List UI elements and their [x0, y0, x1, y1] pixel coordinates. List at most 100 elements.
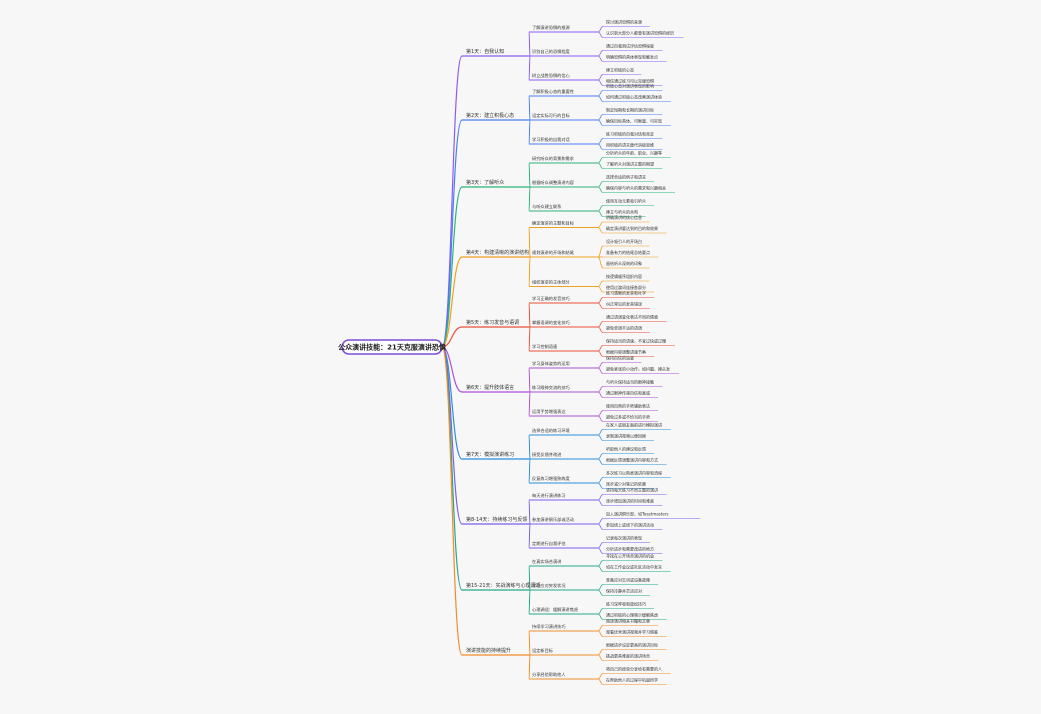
- topic-node-label[interactable]: 参加演讲俱乐部或活动: [532, 516, 574, 523]
- detail-node-label[interactable]: 使用互动元素吸引听众: [606, 198, 646, 204]
- detail-node-label[interactable]: 了解听众对演讲主题的期望: [606, 161, 654, 167]
- detail-node-label[interactable]: 多次练习以熟悉演讲内容和流程: [606, 470, 662, 476]
- detail-node-label[interactable]: 确定演讲要达到的目的和效果: [606, 225, 658, 231]
- detail-node-label[interactable]: 明确恐惧的具体表现和触发点: [606, 54, 658, 60]
- detail-node-label[interactable]: 参加线上或线下的演讲活动: [606, 522, 654, 528]
- root-node-label[interactable]: 公众演讲技能：21天克服演讲恐惧: [338, 343, 446, 352]
- detail-node-label[interactable]: 通过语调变化表达不同的情感: [606, 314, 658, 320]
- topic-node-label[interactable]: 树立战胜恐惧的信心: [532, 72, 571, 79]
- detail-node-label[interactable]: 明确演讲的核心信息: [606, 214, 642, 220]
- branch-node-label[interactable]: 第7天：模拟演讲练习: [466, 451, 514, 458]
- detail-node-label[interactable]: 使用过渡词连接各部分: [606, 284, 646, 290]
- topic-node-label[interactable]: 持续学习演讲技巧: [532, 623, 566, 630]
- topic-node-label[interactable]: 了解演讲恐惧的根源: [532, 24, 571, 31]
- detail-node-label[interactable]: 留给听众深刻的印象: [606, 260, 642, 266]
- branch-node-label[interactable]: 第3天：了解听众: [466, 179, 504, 186]
- detail-node-label[interactable]: 坚持每天练习不同主题的演讲: [606, 487, 658, 493]
- detail-node-label[interactable]: 根据内容调整语速节奏: [606, 349, 646, 355]
- branch-node-label[interactable]: 第2天：建立积极心态: [466, 112, 514, 119]
- detail-node-label[interactable]: 逐步减少对笔记的依赖: [606, 481, 646, 487]
- detail-node-label[interactable]: 记录每次演讲的表现: [606, 535, 642, 541]
- topic-node-label[interactable]: 设定实际可行的目标: [532, 112, 570, 119]
- topic-node-label[interactable]: 根据听众调整演讲内容: [532, 179, 574, 186]
- topic-node-label[interactable]: 反复练习增强熟练度: [532, 475, 571, 482]
- branch-node-label[interactable]: 演讲技能的持续提升: [466, 647, 511, 654]
- topic-node-label[interactable]: 运用手势增强表达: [532, 408, 566, 415]
- detail-node-label[interactable]: 通过自我测试评估恐惧程度: [606, 43, 654, 49]
- topic-node-label[interactable]: 掌握语调的变化技巧: [532, 319, 570, 326]
- topic-node-label[interactable]: 选择合适的练习环境: [532, 427, 570, 434]
- detail-node-label[interactable]: 在帮助他人的过程中巩固所学: [606, 677, 658, 683]
- detail-node-label[interactable]: 与听众保持适当的眼神接触: [606, 379, 654, 385]
- detail-node-label[interactable]: 逐步增加演讲的时间和难度: [606, 498, 654, 504]
- branch-node-label[interactable]: 第1天：自我认知: [466, 48, 504, 55]
- detail-node-label[interactable]: 寻找在公开场合演讲的机会: [606, 553, 654, 559]
- detail-node-label[interactable]: 录制演讲视频以便回顾: [606, 433, 646, 439]
- detail-node-label[interactable]: 按逻辑顺序组织内容: [606, 273, 642, 279]
- detail-node-label[interactable]: 确保目标具体、可衡量、可实现: [606, 118, 662, 124]
- detail-node-label[interactable]: 积极心态对演讲表现的影响: [606, 83, 654, 89]
- topic-node-label[interactable]: 研究听众的背景和需求: [532, 155, 575, 162]
- branch-node-label[interactable]: 第8-14天：持续练习与反馈: [466, 516, 527, 523]
- detail-node-label[interactable]: 在家人或朋友面前进行模拟演讲: [606, 422, 662, 428]
- topic-node-label[interactable]: 了解积极心态的重要性: [532, 88, 574, 95]
- topic-node-label[interactable]: 定期进行自我评估: [532, 540, 566, 547]
- topic-node-label[interactable]: 与听众建立联系: [532, 203, 561, 210]
- topic-node-label[interactable]: 学习身体姿势的运用: [532, 360, 570, 367]
- topic-node-label[interactable]: 组织演讲的主体部分: [532, 279, 571, 286]
- detail-node-label[interactable]: 保持自信的站姿: [606, 355, 634, 361]
- topic-node-label[interactable]: 接受反馈并改进: [532, 451, 562, 458]
- detail-node-label[interactable]: 根据反馈调整演讲内容和方式: [606, 457, 658, 463]
- detail-node-label[interactable]: 探讨演讲恐惧的来源: [606, 19, 642, 25]
- detail-node-label[interactable]: 准备有力的结尾总结要点: [606, 249, 650, 255]
- detail-node-label[interactable]: 将自己的经验分享给有需要的人: [606, 666, 662, 672]
- detail-node-label[interactable]: 通过积极的心理暗示缓解焦虑: [606, 612, 658, 618]
- detail-node-label[interactable]: 保持适当的语速，不宜过快或过慢: [606, 338, 666, 344]
- detail-node-label[interactable]: 建立积极的心态: [606, 67, 634, 73]
- detail-node-label[interactable]: 分析进步和需要改进的地方: [606, 546, 654, 552]
- topic-node-label[interactable]: 学习控制语速: [532, 343, 558, 350]
- detail-node-label[interactable]: 选择合适的例子和语言: [606, 174, 646, 180]
- detail-node-label[interactable]: 准备应对忘词或设备故障: [606, 577, 650, 583]
- detail-node-label[interactable]: 纠正常见的发音错误: [606, 301, 642, 307]
- topic-node-label[interactable]: 每天进行演讲练习: [532, 492, 566, 499]
- topic-node-label[interactable]: 识别自己的恐惧程度: [532, 48, 571, 55]
- detail-node-label[interactable]: 用积极的语言替代消极思维: [606, 142, 654, 148]
- detail-node-label[interactable]: 确保内容与听众的需求和兴趣相关: [606, 185, 666, 191]
- detail-node-label[interactable]: 阅读演讲相关书籍和文章: [606, 618, 650, 624]
- detail-node-label[interactable]: 避免紧张的小动作，如抖腿、摸头发: [606, 366, 670, 372]
- detail-node-label[interactable]: 练习清晰的发音和吐字: [606, 290, 646, 296]
- detail-node-label[interactable]: 听取他人的建议和反馈: [606, 446, 646, 452]
- branch-node-label[interactable]: 第6天：提升肢体语言: [466, 384, 514, 391]
- topic-node-label[interactable]: 学习积极的自我对话: [532, 136, 570, 143]
- detail-node-label[interactable]: 制定短期和长期的演讲目标: [606, 107, 654, 113]
- detail-node-label[interactable]: 设计吸引人的开场白: [606, 238, 642, 244]
- detail-node-label[interactable]: 通过眼神传递自信和真诚: [606, 390, 650, 396]
- detail-node-label[interactable]: 加入演讲俱乐部，如Toastmasters: [606, 511, 669, 517]
- topic-node-label[interactable]: 练习眼神交流的技巧: [532, 384, 570, 391]
- detail-node-label[interactable]: 认识到大部分人都曾有演讲恐惧的经历: [606, 30, 674, 36]
- branch-node-label[interactable]: 第4天：构建清晰的演讲结构: [466, 249, 529, 256]
- topic-node-label[interactable]: 在真实场合演讲: [532, 558, 561, 565]
- detail-node-label[interactable]: 如在工作会议或社区活动中发言: [606, 564, 662, 570]
- detail-node-label[interactable]: 练习积极的自我对话和肯定: [606, 131, 654, 137]
- detail-node-label[interactable]: 保持冷静并灵活应对: [606, 588, 642, 594]
- topic-node-label[interactable]: 学习正确的发音技巧: [532, 295, 570, 302]
- detail-node-label[interactable]: 挑战更具难度的演讲场合: [606, 653, 650, 659]
- detail-node-label[interactable]: 观看优秀演讲视频并学习借鉴: [606, 629, 658, 635]
- topic-node-label[interactable]: 规划演讲的开场和结尾: [532, 249, 574, 256]
- detail-node-label[interactable]: 如何通过积极心态改善演讲体验: [606, 94, 662, 100]
- topic-node-label[interactable]: 设定新目标: [532, 647, 553, 654]
- detail-node-label[interactable]: 相信通过练习可以克服恐惧: [606, 78, 654, 84]
- topic-node-label[interactable]: 学习应对突发状况: [532, 582, 566, 589]
- topic-node-label[interactable]: 确定演讲的主题和目标: [532, 220, 574, 227]
- detail-node-label[interactable]: 避免过多或不恰当的手势: [606, 414, 650, 420]
- root-node[interactable]: [341, 339, 443, 355]
- detail-node-label[interactable]: 使用自然的手势辅助表达: [606, 403, 650, 409]
- detail-node-label[interactable]: 分析听众的年龄、职业、兴趣等: [606, 150, 662, 156]
- detail-node-label[interactable]: 根据进步设定更高的演讲目标: [606, 642, 658, 648]
- topic-node-label[interactable]: 心理调适：缓解演讲焦虑: [532, 606, 579, 613]
- detail-node-label[interactable]: 练习深呼吸和放松技巧: [606, 601, 646, 607]
- branch-node-label[interactable]: 第15-21天：实战演练与心理调适: [466, 582, 541, 589]
- detail-node-label[interactable]: 建立与听众的共鸣: [606, 209, 638, 215]
